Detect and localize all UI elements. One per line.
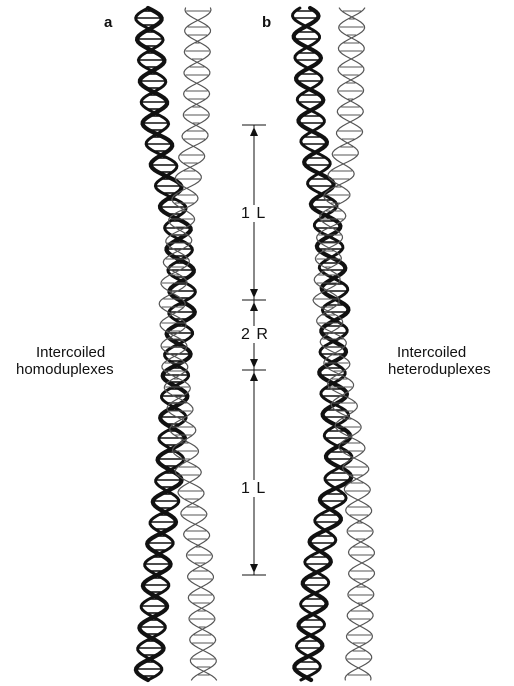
- arrow-head: [250, 127, 258, 136]
- right-caption-line1: Intercoiled: [397, 344, 467, 361]
- panel-label-b: b: [262, 14, 272, 31]
- right-caption-line2: heteroduplexes: [388, 361, 491, 378]
- backbone-strand-2: [312, 7, 376, 681]
- helix-b-light: [312, 7, 376, 681]
- left-caption-line2: homoduplexes: [16, 361, 114, 378]
- helix-b-bold: [290, 5, 354, 683]
- helix-a-light: [158, 7, 218, 681]
- backbone-strand-2: [134, 6, 197, 682]
- arrow-head: [250, 359, 258, 368]
- arrow-head: [250, 289, 258, 298]
- backbone-strand-1: [159, 7, 218, 681]
- dimension-ruler: [242, 124, 266, 576]
- backbone-strand-1: [313, 7, 376, 681]
- arrow-head: [250, 564, 258, 573]
- backbone-strand-2: [158, 7, 217, 681]
- left-caption-line1: Intercoiled: [36, 344, 106, 361]
- backbone-strand-1: [291, 5, 354, 683]
- panel-label-a: a: [104, 14, 113, 31]
- dimension-label-1l-top: 1 L: [239, 205, 269, 222]
- dimension-label-2r: 2 R: [239, 326, 271, 343]
- arrow-head: [250, 372, 258, 381]
- helix-layer: [133, 5, 376, 683]
- dimension-label-1l-bottom: 1 L: [239, 480, 269, 497]
- backbone-strand-2: [290, 6, 354, 682]
- helix-a-bold: [133, 5, 197, 683]
- arrow-head: [250, 302, 258, 311]
